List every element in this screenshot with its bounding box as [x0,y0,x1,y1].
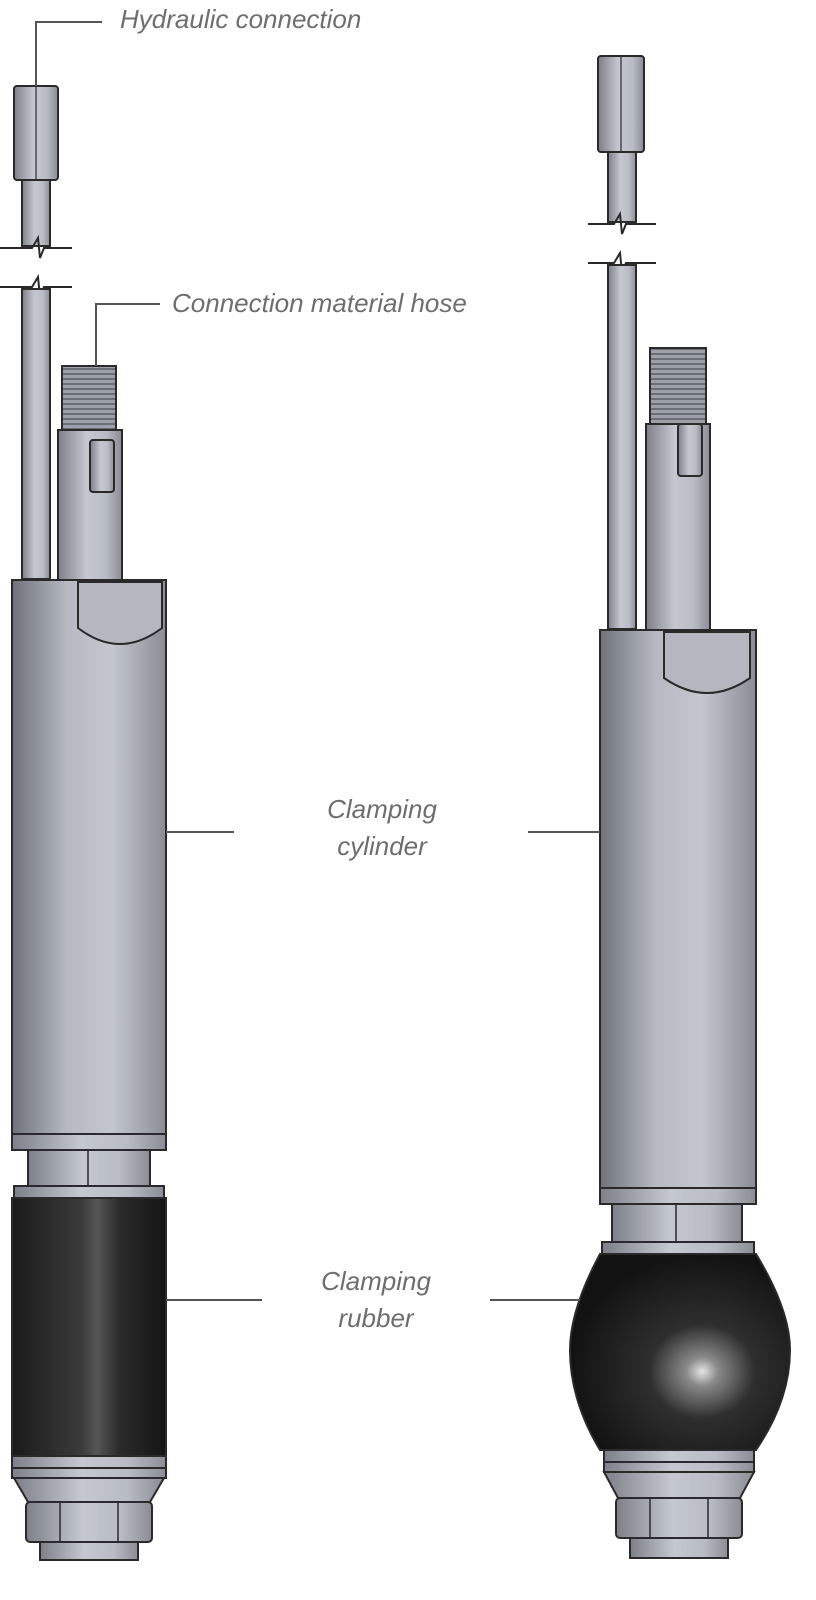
left-hydraulic-hose-lower [21,288,51,580]
label-connection-material-hose: Connection material hose [172,288,467,318]
right-hydraulic-hose-upper [607,151,637,223]
left-break-mark-bottom [0,273,72,298]
label-clamping-rubber-line1: Clamping [321,1266,431,1296]
label-hydraulic-connection: Hydraulic connection [120,4,362,34]
right-clamping-rubber [568,1253,792,1451]
left-unit [0,85,167,1561]
left-hydraulic-hose-upper [21,179,51,247]
right-break-mark-bottom [588,249,656,274]
label-clamping-cylinder-line1: Clamping [327,794,437,824]
label-clamping-rubber: Clamping rubber [321,1266,431,1334]
right-bottom-nut [615,1497,743,1539]
label-clamping-cylinder-line2: cylinder [337,831,427,862]
right-unit [568,55,792,1559]
right-hydraulic-hose-lower [607,264,637,630]
left-bottom-nut [25,1501,153,1543]
left-thread [61,365,117,431]
leader-lines [35,21,600,1301]
right-bottom-cone [602,1471,756,1499]
left-cylinder-cap [77,581,163,645]
right-cylinder-cap [663,631,751,694]
right-hex-nut [611,1203,743,1243]
right-clamping-cylinder [599,629,757,1191]
left-hex-nut [27,1149,151,1187]
left-clamping-rubber [11,1197,167,1457]
left-clamping-cylinder [11,579,167,1137]
label-clamping-rubber-line2: rubber [338,1303,414,1334]
right-thread [649,347,707,425]
leader-hydraulic [35,21,102,86]
right-break-mark-top [588,210,656,235]
label-clamping-cylinder: Clamping cylinder [327,794,437,862]
left-nut-small [89,439,115,493]
right-nut-small [677,423,703,477]
left-break-mark-top [0,234,72,259]
leader-material-hose [95,303,160,366]
left-bottom-cone [12,1477,166,1503]
